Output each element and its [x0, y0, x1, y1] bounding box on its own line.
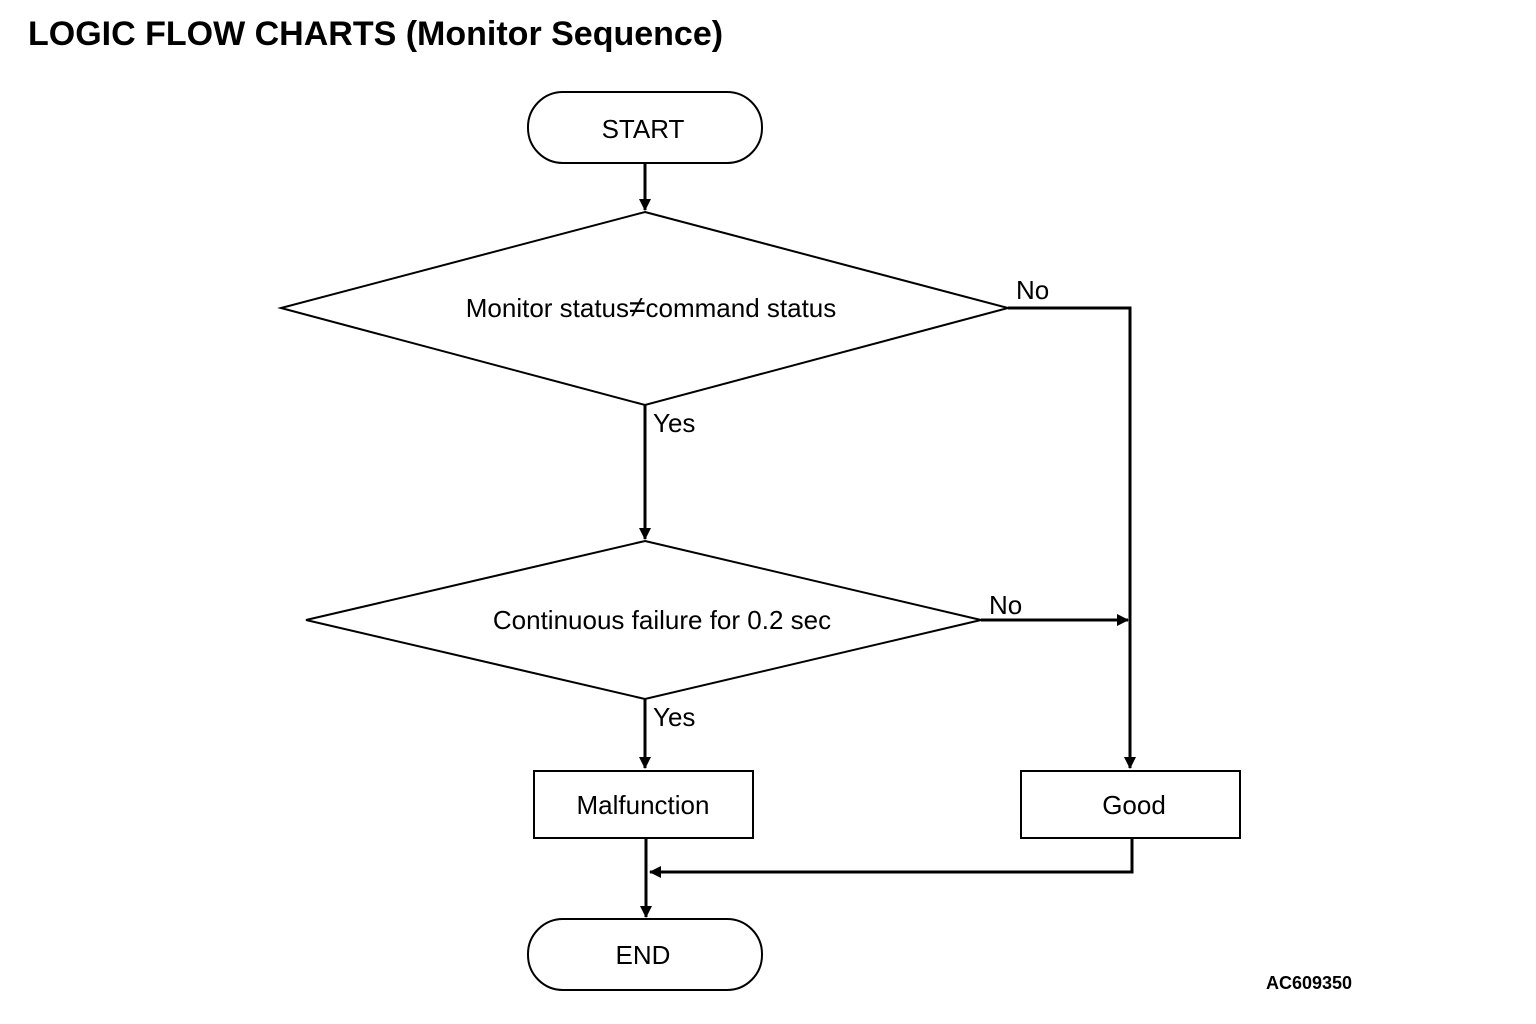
- d1-yes-label: Yes: [653, 408, 695, 438]
- connector-d1-no: [1008, 306, 1136, 769]
- d2-no-label: No: [989, 590, 1022, 620]
- end-node: END: [527, 918, 763, 991]
- decision-monitor-status-label: Monitor status≠command status: [466, 291, 837, 324]
- d2-yes-label: Yes: [653, 702, 695, 732]
- decision1-right-text: command status: [646, 293, 837, 323]
- start-node: START: [527, 91, 763, 164]
- end-label: END: [616, 940, 671, 970]
- malfunction-node: Malfunction: [533, 770, 754, 839]
- decision-continuous-failure-label: Continuous failure for 0.2 sec: [493, 605, 831, 635]
- connector-good-to-merge: [649, 838, 1134, 878]
- decision-monitor-status: Monitor status≠command status: [277, 210, 1012, 407]
- d1-no-label: No: [1016, 275, 1049, 305]
- malfunction-label: Malfunction: [577, 790, 710, 820]
- good-node: Good: [1020, 770, 1241, 839]
- good-label: Good: [1102, 790, 1166, 820]
- decision-continuous-failure: Continuous failure for 0.2 sec: [305, 539, 982, 701]
- not-equal-symbol: ≠: [629, 291, 645, 324]
- figure-id: AC609350: [1266, 973, 1353, 993]
- page-title: LOGIC FLOW CHARTS (Monitor Sequence): [28, 15, 724, 53]
- start-label: START: [602, 114, 685, 144]
- decision1-left-text: Monitor status: [466, 293, 629, 323]
